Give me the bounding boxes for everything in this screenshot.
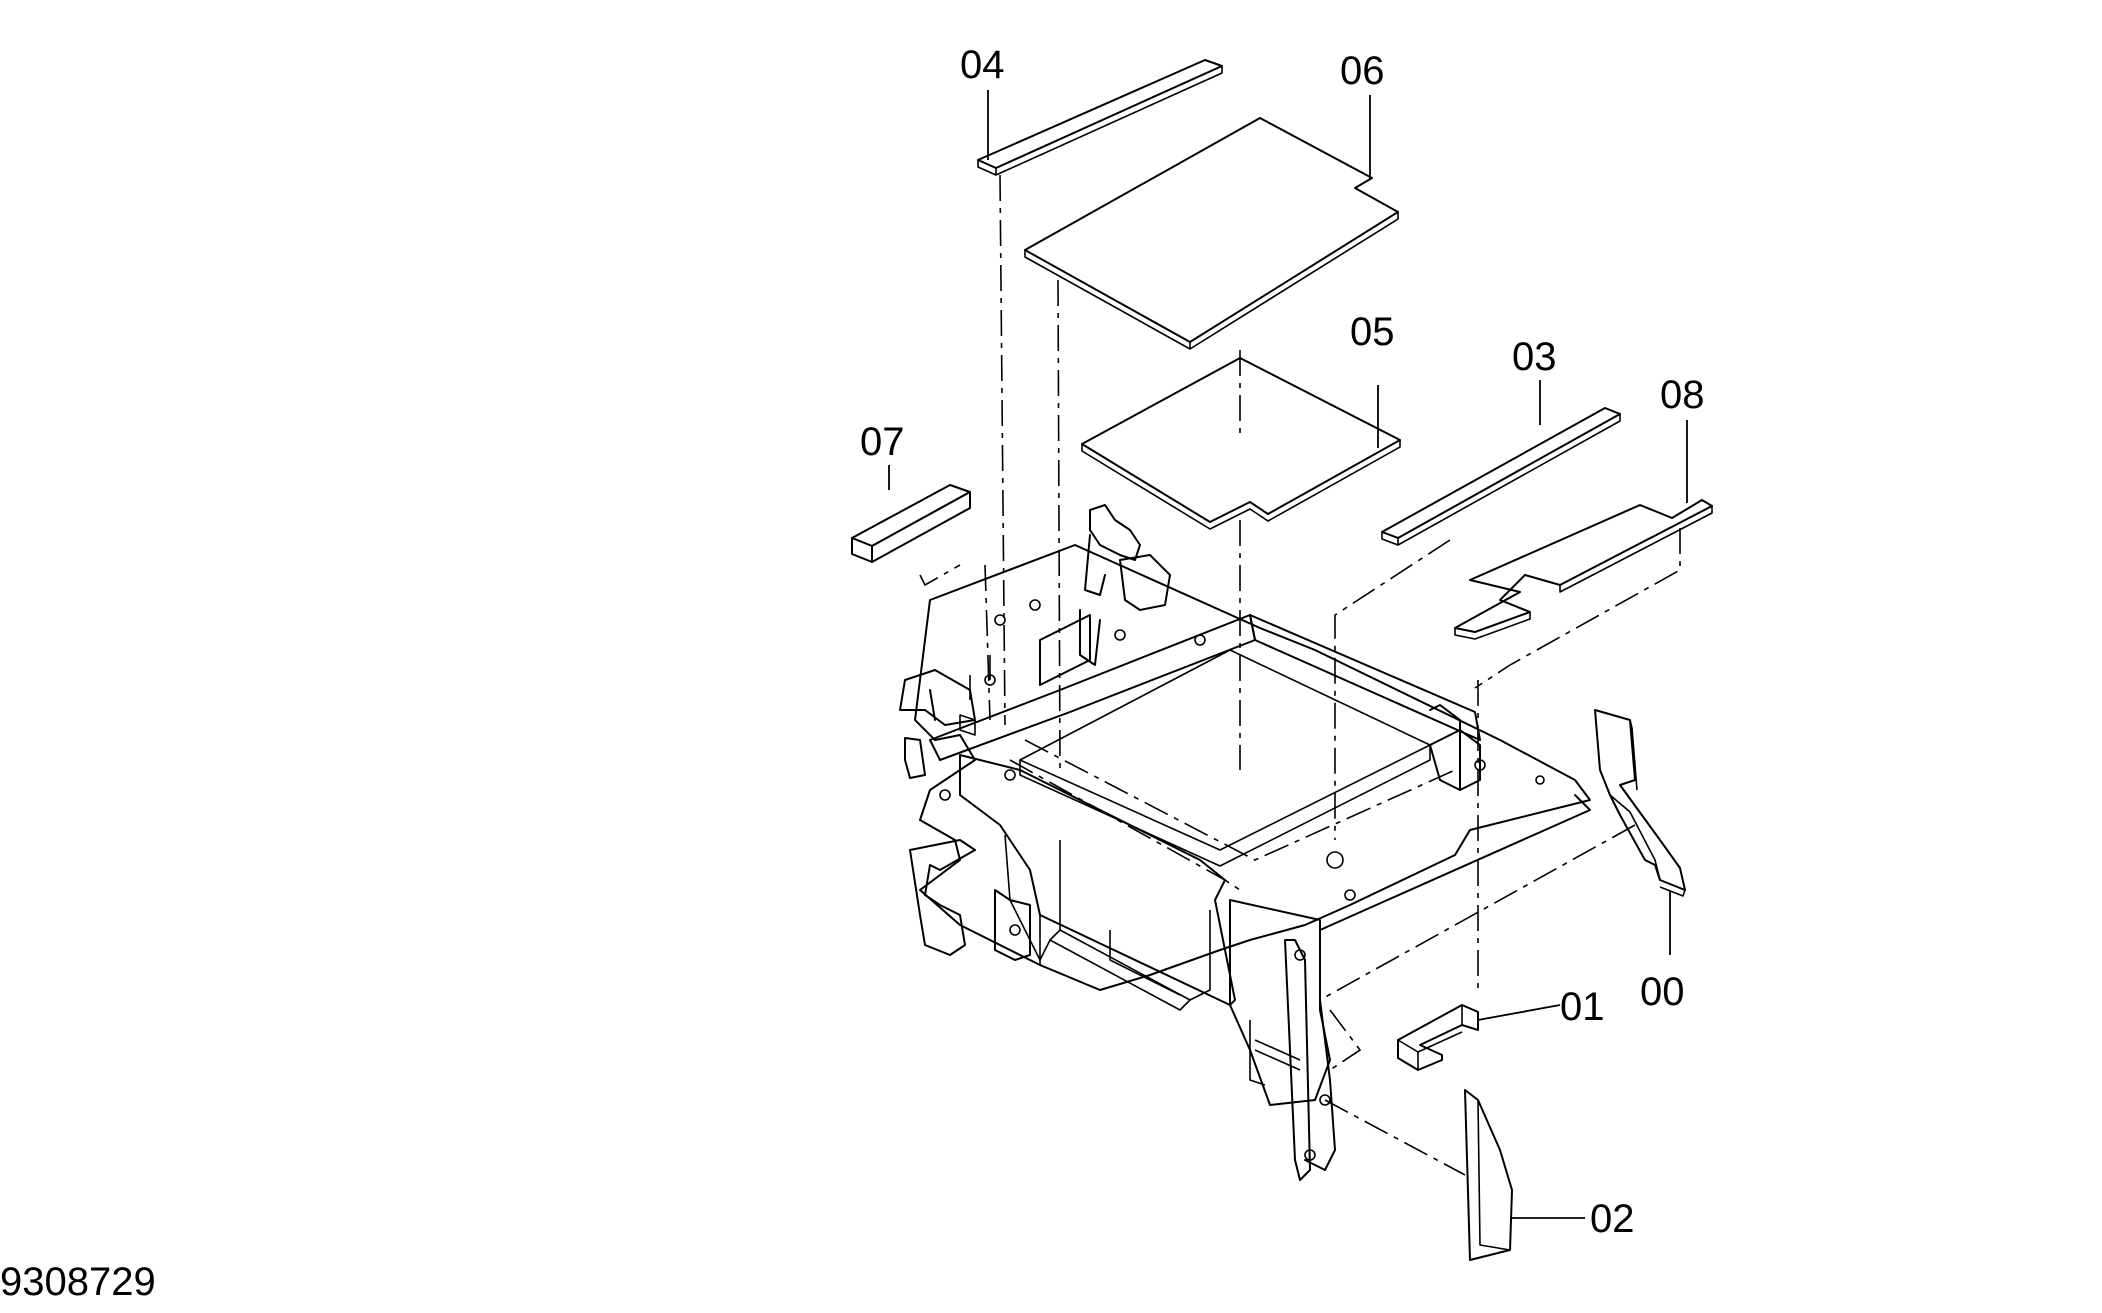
callout-05: 05	[1350, 310, 1395, 354]
callout-labels: 00 01 02 03 04 05 06 07 08	[860, 43, 1705, 1241]
frame-end-bracket	[1429, 729, 1481, 791]
callout-08: 08	[1660, 373, 1705, 417]
part-04-strip	[977, 59, 1223, 169]
part-00-plate	[1594, 709, 1686, 891]
callout-06: 06	[1340, 49, 1385, 93]
hinge-bracket-right	[1119, 554, 1171, 611]
part-08-strip	[1454, 499, 1713, 633]
frame-bottom-tray	[1059, 840, 1211, 1001]
drawing-reference-number: 9308729	[0, 1260, 156, 1304]
part-01-bracket	[1397, 1004, 1479, 1071]
frame-fasteners	[939, 599, 1545, 1161]
mount-tab-left-lower	[909, 839, 976, 956]
callout-07: 07	[860, 420, 905, 464]
part-03-strip	[1381, 407, 1621, 539]
callout-01: 01	[1560, 985, 1605, 1029]
frame-left-rail	[929, 614, 1256, 761]
callout-03: 03	[1512, 335, 1557, 379]
frame-right-rail	[1249, 614, 1481, 741]
frame-front-panel	[959, 754, 1236, 1006]
frame-opening	[1019, 649, 1431, 851]
callout-04: 04	[960, 43, 1005, 87]
part-06-panel	[1024, 117, 1399, 343]
assembly-centerlines	[919, 174, 1681, 1176]
frame-right-panel	[1229, 899, 1331, 1106]
frame-leg-front	[1284, 939, 1311, 1181]
callout-02: 02	[1590, 1197, 1635, 1241]
frame-leg-side	[1304, 999, 1336, 1171]
callout-leaders	[888, 90, 1688, 1219]
part-02-plate	[1464, 1089, 1513, 1261]
callout-00: 00	[1640, 970, 1685, 1014]
hinge-bracket-left	[1089, 504, 1141, 561]
seat-frame-assembly	[899, 504, 1591, 1181]
mount-tab-left-upper	[904, 737, 926, 779]
part-05-panel	[1081, 357, 1401, 523]
